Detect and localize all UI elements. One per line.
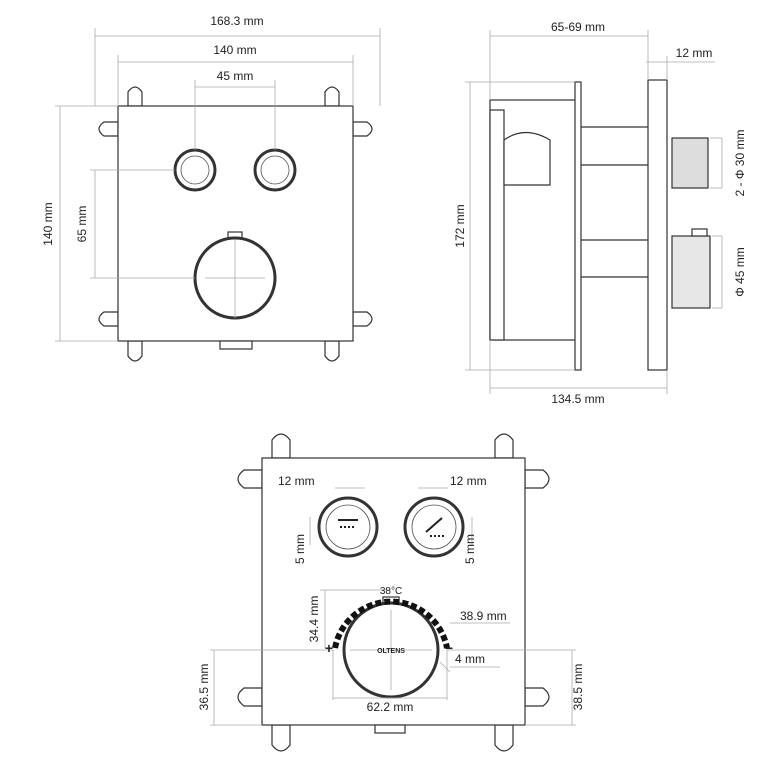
dim-button-right-offset: 12 mm xyxy=(450,474,487,488)
dim-plate-thickness: 12 mm xyxy=(676,46,713,60)
dim-knob-from-bottom-right: 38.5 mm xyxy=(571,664,585,711)
dim-button-left-inset: 5 mm xyxy=(293,534,307,564)
scale-plus: + xyxy=(325,640,333,656)
dim-body-depth: 134.5 mm xyxy=(551,392,604,406)
dim-button-spacing: 45 mm xyxy=(217,69,254,83)
dim-knob-from-bottom-left: 36.5 mm xyxy=(197,664,211,711)
dim-depth-range: 65-69 mm xyxy=(551,20,605,34)
dim-scale-width: 62.2 mm xyxy=(367,700,414,714)
dim-knob-diameter: Φ 45 mm xyxy=(733,247,747,297)
overhead-shower-icon xyxy=(338,519,358,528)
dim-button-to-knob: 65 mm xyxy=(75,206,89,243)
temperature-label: 38°C xyxy=(380,586,402,597)
dim-width-outer: 168.3 mm xyxy=(210,14,263,28)
dim-arc-height: 34.4 mm xyxy=(307,596,321,643)
scale-minus: − xyxy=(445,640,453,656)
dim-button-right-inset: 5 mm xyxy=(463,534,477,564)
dim-button-diameter: 2 - Φ 30 mm xyxy=(733,130,747,197)
dim-button-left-offset: 12 mm xyxy=(278,474,315,488)
detail-view: 12 mm 12 mm 5 mm 5 mm 38°C + − 34.4 mm 3… xyxy=(197,433,585,752)
dim-height-plate: 140 mm xyxy=(41,202,55,245)
front-view: 168.3 mm 140 mm 45 mm 140 mm 65 mm xyxy=(41,14,381,362)
side-view: 65-69 mm 12 mm 172 mm 134.5 mm 2 - Φ 30 … xyxy=(453,20,747,406)
brand-logo: OLTENS xyxy=(377,648,405,655)
dim-scale-gap: 4 mm xyxy=(455,652,485,666)
dim-arc-radius: 38.9 mm xyxy=(460,609,507,623)
dim-height: 172 mm xyxy=(453,204,467,247)
hand-shower-icon xyxy=(425,517,444,537)
dim-width-plate: 140 mm xyxy=(213,43,256,57)
temperature-scale xyxy=(332,598,450,649)
